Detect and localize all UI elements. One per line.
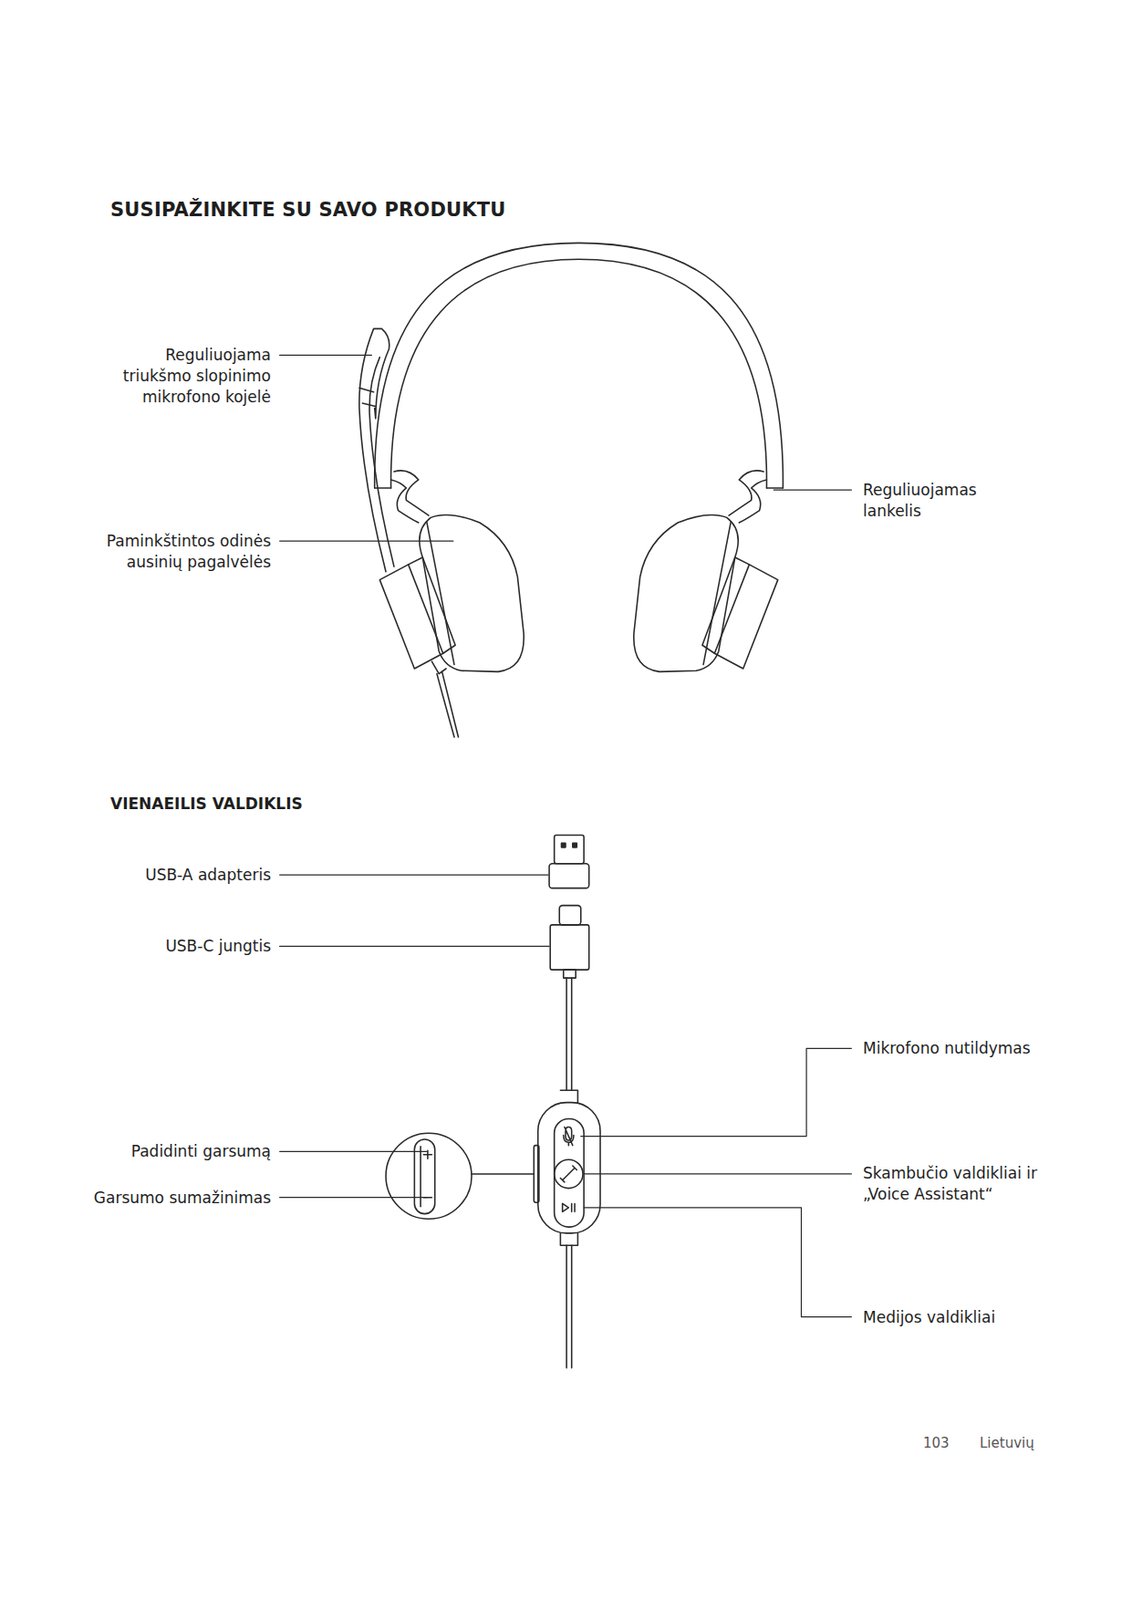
headband-end [374, 487, 784, 489]
part-label: Medijos valdikliai [862, 1307, 1101, 1329]
language-label: Lietuvių [979, 1433, 1090, 1454]
volume-zoom [385, 1132, 534, 1219]
part-label: Mikrofono nutildymas [862, 1038, 1119, 1060]
part-label: Skambučio valdikliai ir „Voice Assistant… [862, 1163, 1046, 1205]
mic-boom [359, 328, 395, 572]
part-label: Paminkštintos odinės ausinių pagalvėlės [93, 530, 271, 573]
part-label: Garsumo sumažinimas [6, 1187, 271, 1209]
part-label: USB-A adapteris [33, 864, 271, 886]
part-label: Reguliuojamas lankelis [862, 479, 1000, 522]
section-heading: VIENAEILIS VALDIKLIS [110, 793, 476, 815]
page-number: 103 [923, 1433, 969, 1454]
usb-c-connector [550, 905, 590, 1091]
left-earcup [379, 470, 524, 738]
headband-inner [391, 259, 768, 489]
part-label: USB-C jungtis [33, 935, 271, 957]
part-label: Reguliuojama triukšmo slopinimo mikrofon… [111, 344, 271, 408]
usb-a-adapter [549, 834, 590, 888]
leader-lines [280, 354, 852, 1317]
part-label: Padidinti garsumą [33, 1141, 271, 1163]
page-title: SUSIPAŽINKITE SU SAVO PRODUKTU [110, 198, 507, 221]
right-earcup [633, 470, 779, 672]
inline-controller [533, 1090, 601, 1368]
headband [374, 242, 784, 489]
